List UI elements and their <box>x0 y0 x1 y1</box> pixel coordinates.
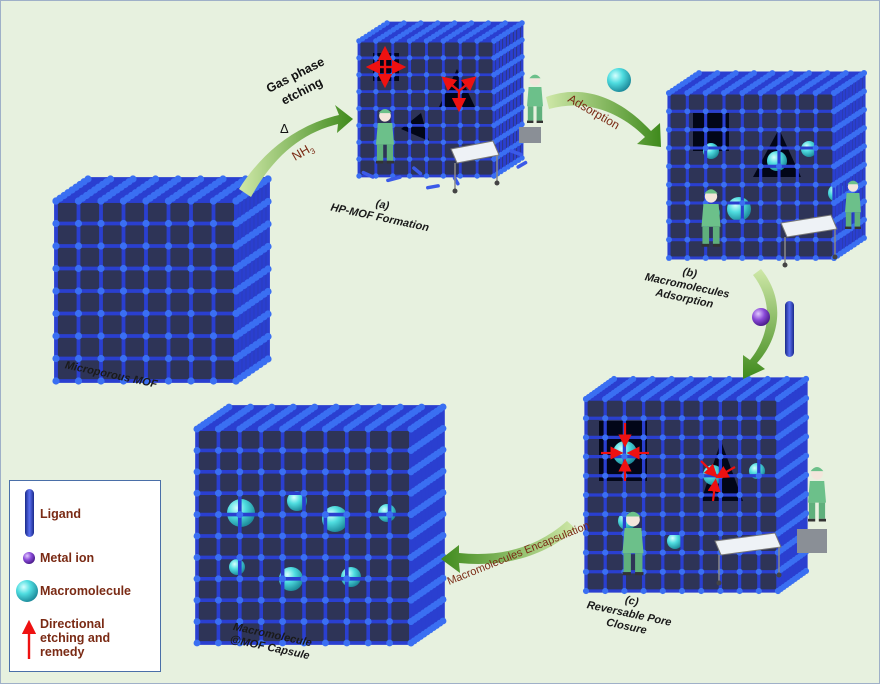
etch-arrows-c <box>601 423 736 502</box>
macromolecule-sphere <box>667 533 683 549</box>
cart <box>450 140 500 194</box>
legend-ligand-label: Ligand <box>40 507 81 521</box>
ligand-icon <box>25 489 34 537</box>
metal-ion-icon <box>23 552 35 564</box>
macromolecule-sphere <box>727 197 751 221</box>
legend: Ligand Metal ion Macromolecule Direction… <box>9 480 161 672</box>
legend-etching-label: Directional etching and remedy <box>40 617 111 659</box>
macromolecule-sphere <box>287 491 307 511</box>
worker-figure <box>808 467 826 522</box>
legend-macromolecule-label: Macromolecule <box>40 584 132 598</box>
worker-figure <box>701 189 721 247</box>
etching-arrow <box>239 105 353 197</box>
macromolecule-sphere <box>229 559 245 575</box>
macromolecule-sphere <box>322 506 348 532</box>
legend-macromolecule: Macromolecule <box>10 577 160 605</box>
macromolecule-sphere <box>607 68 631 92</box>
worker-figure <box>622 511 644 576</box>
cart <box>714 532 782 586</box>
worker-figures <box>376 74 861 586</box>
red-arrow-icon <box>21 619 37 659</box>
worker-figure <box>376 109 394 164</box>
macromolecule-icon <box>16 580 38 602</box>
encapsulation-arrow <box>441 521 576 573</box>
worker-figure <box>845 180 861 229</box>
etch-arrows-a <box>365 45 477 113</box>
pore-closure-cube <box>582 375 810 595</box>
delta-symbol: Δ <box>280 121 289 136</box>
legend-etching: Directional etching and remedy <box>10 615 160 669</box>
legend-metal-label: Metal ion <box>40 551 95 565</box>
ligand-rod <box>785 301 794 357</box>
adsorption-cube <box>666 70 867 261</box>
metal-ion-sphere <box>752 308 770 326</box>
cart <box>780 214 838 268</box>
closure-arrow <box>743 269 778 379</box>
capsule-cube <box>193 403 447 647</box>
adsorption-arrow <box>546 91 661 147</box>
legend-ligand: Ligand <box>10 487 160 539</box>
worker-figure <box>527 74 543 123</box>
legend-metal: Metal ion <box>10 547 160 569</box>
microporous-mof-cube <box>52 175 272 385</box>
